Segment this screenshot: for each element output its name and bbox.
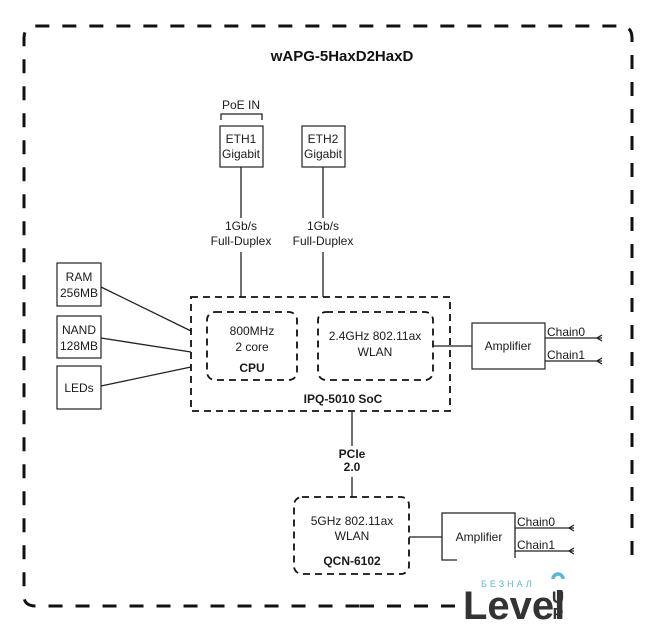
amplifier-top: Amplifier: [471, 322, 546, 370]
ram-size: 256MB: [60, 286, 98, 300]
eth2-port: ETH2 Gigabit: [301, 125, 346, 168]
amplifier-bottom-label: Amplifier: [456, 530, 503, 544]
antenna-arrow-icon: [567, 524, 575, 532]
nand-link: [100, 337, 192, 353]
antenna-arrow-icon: [595, 334, 603, 342]
watermark-sub: БЕЗНАЛ: [481, 579, 535, 589]
pcie-label: PCIe: [339, 447, 366, 461]
eth2-label: ETH2: [308, 132, 339, 146]
cpu-freq: 800MHz: [230, 324, 275, 338]
amplifier-top-label: Amplifier: [485, 339, 532, 353]
amplifier-bottom-chain1: Chain1: [517, 538, 555, 552]
qcn-label: QCN-6102: [323, 554, 381, 568]
cpu-cores: 2 core: [235, 340, 269, 354]
wlan5-label: WLAN: [335, 529, 370, 543]
logo-p: P: [553, 606, 564, 623]
pcie-version: 2.0: [344, 460, 361, 474]
antenna-arrow-icon: [595, 357, 603, 365]
qcn-block: 5GHz 802.11ax WLAN QCN-6102: [293, 496, 410, 575]
watermark-logo: БЕЗНАЛ Level U P: [463, 572, 565, 628]
soc-label: IPQ-5010 SoC: [304, 392, 383, 406]
poe-in-label: PoE IN: [222, 98, 260, 112]
amplifier-bottom: Amplifier: [441, 512, 516, 561]
antenna-arrow-icon: [567, 547, 575, 555]
device-title: wAPG-5HaxD2HaxD: [270, 48, 414, 65]
eth1-link-rate: 1Gb/s: [225, 219, 257, 233]
eth2-speed: Gigabit: [304, 147, 343, 161]
ram-block: RAM 256MB: [56, 262, 102, 307]
ram-link: [100, 286, 192, 332]
eth1-port: ETH1 Gigabit: [219, 125, 264, 168]
poe-bracket: [220, 113, 263, 120]
nand-block: NAND 128MB: [56, 315, 102, 359]
amplifier-bottom-chain0: Chain0: [517, 515, 555, 529]
amplifier-top-chain0: Chain0: [547, 325, 585, 339]
eth2-link-mode: Full-Duplex: [293, 234, 354, 248]
nand-label: NAND: [62, 323, 96, 337]
wlan24-standard: 2.4GHz 802.11ax: [329, 329, 422, 343]
logo-u: U: [552, 588, 564, 607]
eth1-speed: Gigabit: [222, 147, 261, 161]
logo-arc-icon: [551, 572, 565, 580]
device-frame: [22, 24, 634, 608]
cpu-label: CPU: [239, 361, 264, 375]
wlan24-label: WLAN: [358, 345, 393, 359]
leds-label: LEDs: [64, 381, 93, 395]
wlan5-standard: 5GHz 802.11ax: [311, 514, 394, 528]
soc-block: 800MHz 2 core CPU 2.4GHz 802.11ax WLAN I…: [190, 296, 451, 412]
eth1-label: ETH1: [226, 132, 257, 146]
ram-label: RAM: [66, 270, 93, 284]
leds-block: LEDs: [56, 365, 102, 410]
watermark-main: Level: [463, 584, 565, 628]
nand-size: 128MB: [60, 339, 98, 353]
eth2-link-rate: 1Gb/s: [307, 219, 339, 233]
leds-link: [100, 366, 192, 387]
amplifier-top-chain1: Chain1: [547, 348, 585, 362]
eth1-link-mode: Full-Duplex: [211, 234, 272, 248]
